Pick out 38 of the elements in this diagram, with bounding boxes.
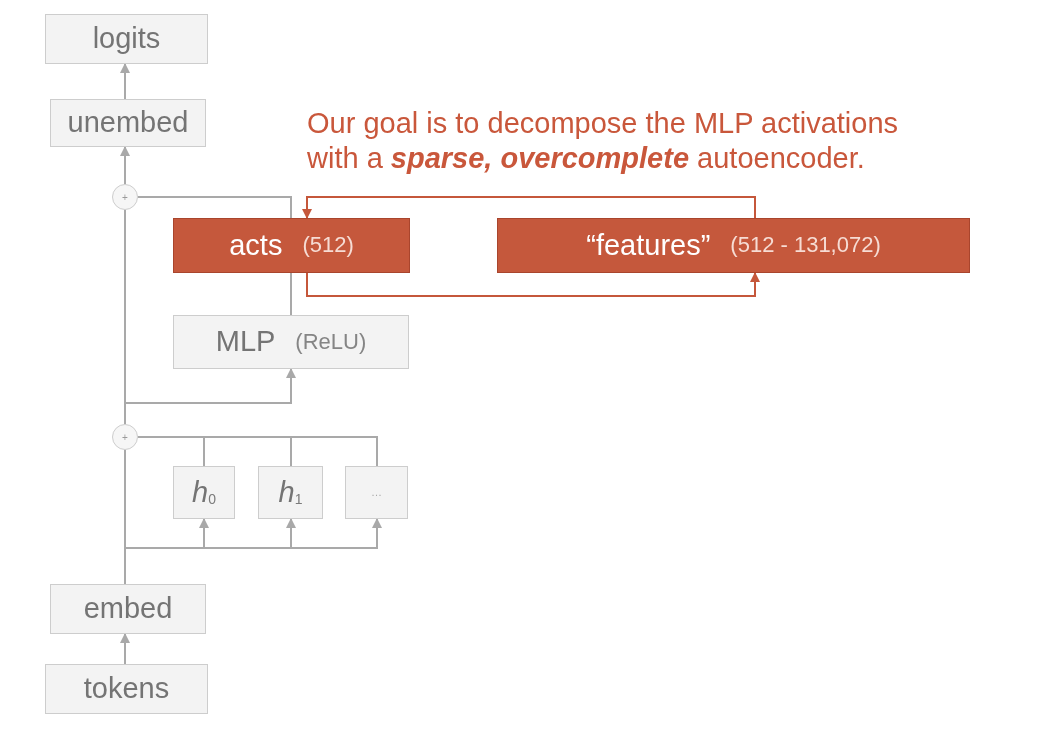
activation-box: [173, 218, 410, 273]
box-label: logits: [92, 23, 161, 55]
arrow: [306, 272, 760, 297]
head-label: h$_{0}$: [192, 478, 216, 507]
sum-node: [112, 424, 138, 450]
arrow: [120, 63, 130, 100]
box-label: MLP: [215, 326, 276, 358]
activation-function-label: (ReLU): [295, 329, 367, 355]
layer-box: [45, 14, 208, 64]
plus-sign: +: [122, 431, 128, 443]
dimension-label: (512 - 131,072): [730, 233, 881, 258]
layer-box: [173, 315, 409, 369]
connector-line: [137, 196, 292, 219]
arrow: [120, 146, 130, 185]
box-label: embed: [83, 593, 173, 625]
dimension-label: (512): [302, 233, 354, 258]
head-label: h$_{1}$: [278, 478, 303, 507]
layer-box: [45, 664, 208, 714]
layer-box: [50, 99, 206, 147]
attention-head-box: [173, 466, 235, 519]
box-label: unembed: [67, 107, 189, 139]
connector-line: [124, 209, 126, 425]
sum-node: [112, 184, 138, 210]
connector-line: [137, 436, 378, 467]
box-label: acts: [229, 229, 283, 262]
arrow: [120, 633, 130, 665]
arrow: [124, 518, 382, 585]
layer-box: [50, 584, 206, 634]
box-label: “features”: [586, 229, 711, 262]
plus-sign: +: [122, 191, 128, 203]
annotation-text: Our goal is to decompose the MLP activations with a sparse, overcomplete autoencoder.: [307, 106, 900, 176]
connector-line: [290, 272, 292, 316]
attention-head-box: [345, 466, 408, 519]
feature-box: [497, 218, 970, 273]
attention-head-box: [258, 466, 323, 519]
box-label: tokens: [83, 673, 170, 705]
ellipsis: …: [371, 486, 382, 499]
arrow: [302, 196, 756, 219]
